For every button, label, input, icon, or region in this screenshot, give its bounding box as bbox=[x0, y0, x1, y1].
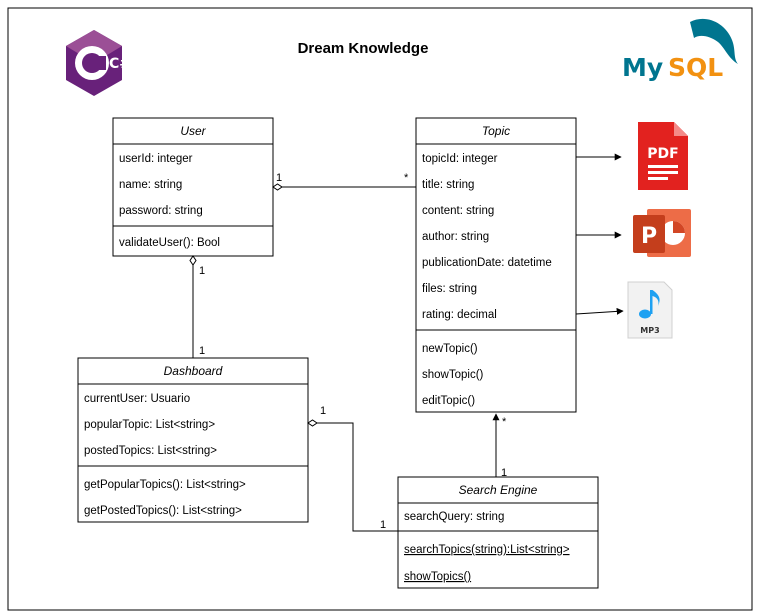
csharp-logo-text: C# bbox=[109, 56, 131, 72]
diagram-title: Dream Knowledge bbox=[298, 40, 429, 57]
class-name: User bbox=[180, 124, 206, 138]
multiplicity-label: * bbox=[502, 416, 507, 428]
mp3-icon-text: MP3 bbox=[640, 326, 659, 335]
multiplicity-label: 1 bbox=[199, 345, 205, 357]
attribute: rating: decimal bbox=[422, 309, 497, 321]
mysql-logo-my: My bbox=[622, 53, 663, 82]
attribute: popularTopic: List<string> bbox=[84, 419, 215, 431]
method: editTopic() bbox=[422, 395, 475, 407]
class-search-engine: Search Engine searchQuery: string search… bbox=[397, 476, 599, 589]
attribute: name: string bbox=[119, 179, 182, 191]
class-dashboard: Dashboard currentUser: Usuario popularTo… bbox=[77, 357, 309, 523]
powerpoint-icon-text: P bbox=[641, 224, 657, 249]
powerpoint-file-icon: P bbox=[633, 209, 691, 257]
method: validateUser(): Bool bbox=[119, 237, 220, 249]
attribute: content: string bbox=[422, 205, 494, 217]
class-name: Search Engine bbox=[459, 483, 538, 497]
attribute: currentUser: Usuario bbox=[84, 393, 190, 405]
attribute: author: string bbox=[422, 231, 489, 243]
attribute: topicId: integer bbox=[422, 153, 498, 165]
mysql-logo-sql: SQL bbox=[668, 53, 723, 82]
pdf-icon-text: PDF bbox=[647, 146, 678, 162]
association-user-topic: 1 * bbox=[272, 172, 416, 191]
method: showTopic() bbox=[422, 369, 484, 381]
csharp-logo-icon: C# bbox=[66, 30, 131, 96]
pdf-file-icon: PDF bbox=[638, 122, 688, 190]
method: showTopics() bbox=[404, 571, 471, 583]
class-user: User userId: integer name: string passwo… bbox=[112, 117, 274, 257]
method: getPostedTopics(): List<string> bbox=[84, 505, 242, 517]
association-user-dashboard: 1 1 bbox=[189, 255, 205, 358]
class-name: Topic bbox=[482, 124, 510, 138]
method: getPopularTopics(): List<string> bbox=[84, 479, 246, 491]
multiplicity-label: 1 bbox=[199, 265, 205, 277]
method: newTopic() bbox=[422, 343, 478, 355]
association-search-topic: 1 * bbox=[492, 413, 507, 479]
multiplicity-label: 1 bbox=[320, 405, 326, 417]
mysql-logo-icon: My SQL bbox=[622, 18, 738, 82]
attribute: publicationDate: datetime bbox=[422, 257, 552, 269]
multiplicity-label: 1 bbox=[380, 519, 386, 531]
attribute: postedTopics: List<string> bbox=[84, 445, 217, 457]
multiplicity-label: * bbox=[404, 172, 409, 184]
attribute: files: string bbox=[422, 283, 477, 295]
multiplicity-label: 1 bbox=[501, 467, 507, 479]
multiplicity-label: 1 bbox=[276, 172, 282, 184]
class-topic: Topic topicId: integer title: string con… bbox=[415, 117, 577, 413]
mp3-file-icon: MP3 bbox=[627, 281, 673, 339]
attribute: title: string bbox=[422, 179, 474, 191]
class-name: Dashboard bbox=[164, 364, 223, 378]
association-dashboard-search: 1 1 bbox=[307, 405, 398, 532]
attribute: userId: integer bbox=[119, 153, 193, 165]
attribute: password: string bbox=[119, 205, 203, 217]
method: searchTopics(string):List<string> bbox=[404, 544, 570, 556]
arrow-to-mp3 bbox=[575, 307, 624, 315]
attribute: searchQuery: string bbox=[404, 511, 504, 523]
